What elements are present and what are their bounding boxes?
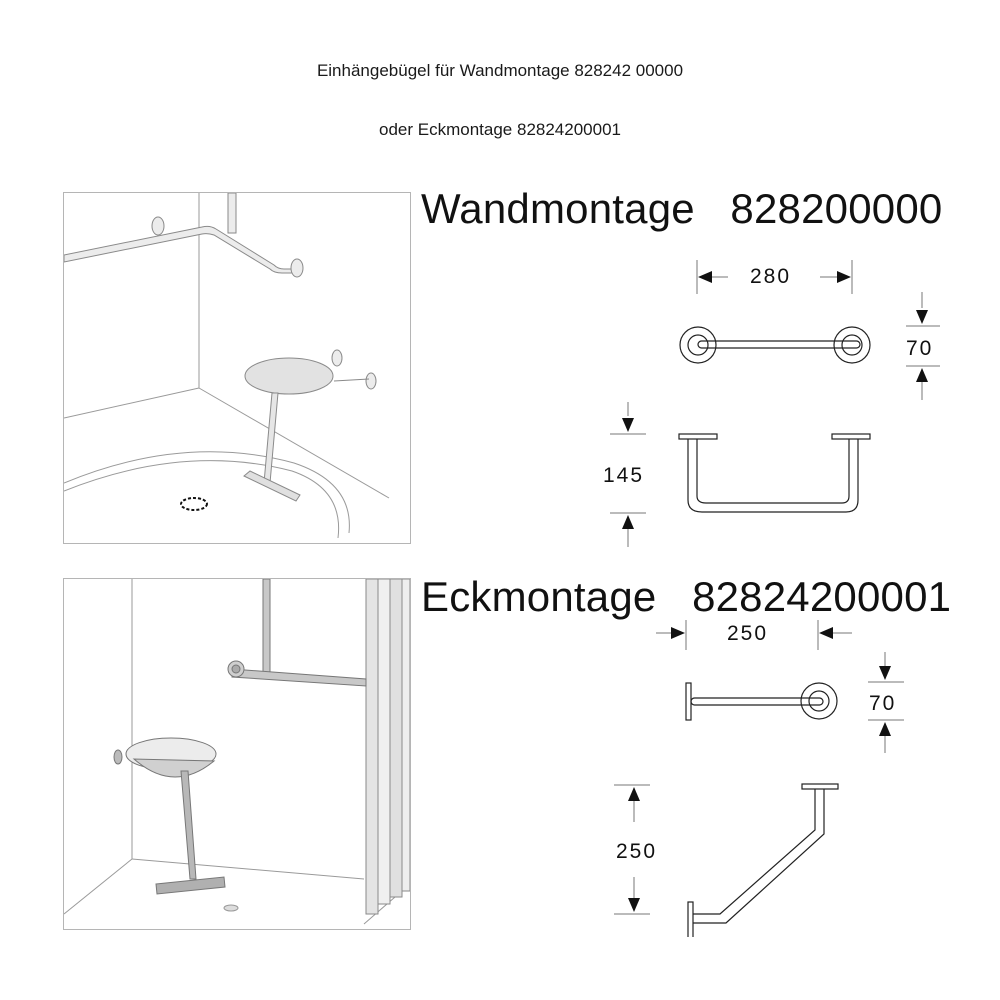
dimension-width-arrows xyxy=(656,620,852,650)
bar-side-view-drawing xyxy=(687,783,839,937)
bar-top-view-drawing xyxy=(685,682,838,721)
drain-icon xyxy=(223,904,239,912)
dimension-depth-arrows xyxy=(868,652,904,753)
dimension-height-arrows xyxy=(614,784,650,915)
bar-top-view-drawing xyxy=(679,326,871,364)
dimension-height-label: 145 xyxy=(603,464,645,487)
dimension-height-arrows xyxy=(610,402,646,547)
dimension-depth-label: 70 xyxy=(906,337,934,360)
shower-scene-drawing xyxy=(64,193,390,539)
header-line-1: Einhängebügel für Wandmontage 828242 000… xyxy=(316,61,684,80)
bar-side-view-drawing xyxy=(678,433,871,513)
drain-icon xyxy=(180,497,208,511)
dimension-width-label: 250 xyxy=(727,622,769,645)
section-title-wall-mount: Wandmontage 828200000 xyxy=(421,185,943,232)
dimension-width-arrows xyxy=(696,260,853,294)
dimension-depth-label: 70 xyxy=(869,692,897,715)
shower-scene-drawing xyxy=(64,579,410,925)
wall-mount-illustration xyxy=(63,192,411,544)
dimension-width-label: 280 xyxy=(750,265,792,288)
dimension-depth-arrows xyxy=(906,292,940,400)
header-line-2: oder Eckmontage 82824200001 xyxy=(379,120,621,139)
section-title-corner-mount: Eckmontage 82824200001 xyxy=(421,573,952,620)
corner-mount-illustration xyxy=(63,578,411,930)
dimension-height-label: 250 xyxy=(616,840,658,863)
